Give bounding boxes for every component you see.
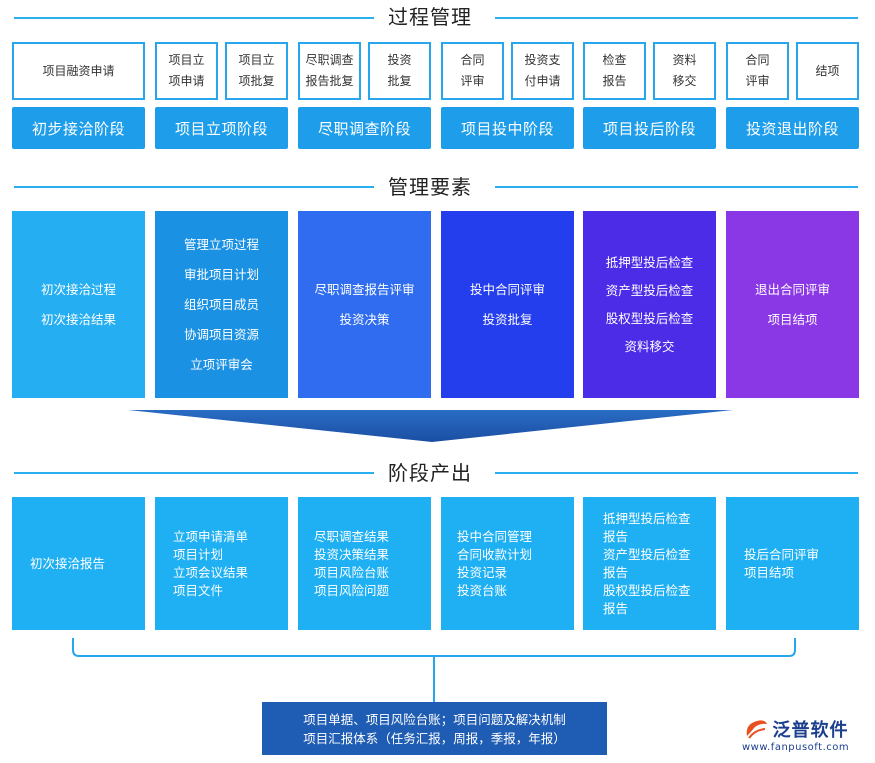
- section-line-left: [14, 17, 374, 19]
- output-item: 项目结项: [744, 564, 795, 580]
- process-step: 项目立 项申请: [155, 42, 218, 100]
- element-item: 资产型投后检查: [605, 282, 694, 298]
- process-step: 检查 报告: [583, 42, 646, 100]
- section-line-left: [14, 472, 374, 474]
- element-item: 初次接洽结果: [40, 311, 116, 327]
- element-box-5: 抵押型投后检查资产型投后检查股权型投后检查资料移交: [583, 211, 716, 398]
- output-item: 报告: [603, 600, 629, 616]
- section-line-right: [495, 17, 858, 19]
- output-item: 投资记录: [457, 564, 508, 580]
- process-step: 投资 批复: [368, 42, 431, 100]
- element-box-2: 管理立项过程审批项目计划组织项目成员协调项目资源立项评审会: [155, 211, 288, 398]
- output-item: 报告: [603, 528, 629, 544]
- logo-icon: [746, 720, 767, 739]
- element-item: 股权型投后检查: [605, 310, 694, 326]
- element-box-1: 初次接洽过程初次接洽结果: [12, 211, 145, 398]
- stage-bar: 初步接洽阶段: [12, 107, 145, 149]
- output-box-2: 立项申请清单项目计划立项会议结果项目文件: [155, 497, 288, 630]
- output-item: 报告: [603, 564, 629, 580]
- process-step: 资料 移交: [653, 42, 716, 100]
- element-item: 投资决策: [339, 311, 390, 327]
- element-item: 项目结项: [767, 311, 818, 327]
- section-title-elements: 管理要素: [374, 175, 486, 199]
- output-item: 项目风险台账: [314, 564, 390, 580]
- stage-bar: 项目投后阶段: [583, 107, 716, 149]
- output-box-1: 初次接洽报告: [12, 497, 145, 630]
- output-item: 项目风险问题: [314, 582, 390, 598]
- output-item: 资产型投后检查: [603, 546, 691, 562]
- summary-line-1: 项目单据、项目风险台账；项目问题及解决机制: [303, 711, 566, 727]
- process-step: 结项: [796, 42, 859, 100]
- output-item: 初次接洽报告: [30, 555, 106, 571]
- stage-bar: 项目立项阶段: [155, 107, 288, 149]
- output-item: 抵押型投后检查: [603, 510, 691, 526]
- stage-bar: 尽职调查阶段: [298, 107, 431, 149]
- element-item: 组织项目成员: [183, 296, 259, 312]
- stage-bar: 项目投中阶段: [441, 107, 574, 149]
- output-item: 合同收款计划: [457, 546, 533, 562]
- element-item: 投资批复: [482, 311, 533, 327]
- output-item: 立项申请清单: [173, 528, 249, 544]
- output-item: 尽职调查结果: [314, 528, 390, 544]
- process-step: 尽职调查 报告批复: [298, 42, 361, 100]
- output-item: 投后合同评审: [744, 546, 820, 562]
- funnel-arrow: [128, 410, 733, 442]
- process-step: 合同 评审: [726, 42, 789, 100]
- element-item: 退出合同评审: [754, 281, 830, 297]
- process-step: 项目立 项批复: [225, 42, 288, 100]
- output-item: 股权型投后检查: [603, 582, 691, 598]
- element-item: 初次接洽过程: [40, 281, 116, 297]
- section-line-right: [495, 472, 858, 474]
- element-item: 投中合同评审: [469, 281, 545, 297]
- element-item: 尽职调查报告评审: [314, 281, 415, 297]
- section-title-outputs: 阶段产出: [374, 461, 486, 485]
- bracket-connector: [72, 638, 796, 702]
- element-item: 立项评审会: [190, 356, 253, 372]
- section-title-process: 过程管理: [374, 5, 486, 29]
- brand-logo: 泛普软件 www.fanpusoft.com: [742, 716, 849, 753]
- output-item: 投资决策结果: [314, 546, 390, 562]
- element-box-6: 退出合同评审项目结项: [726, 211, 859, 398]
- process-step: 投资支 付申请: [511, 42, 574, 100]
- stage-bar: 投资退出阶段: [726, 107, 859, 149]
- element-item: 协调项目资源: [183, 326, 259, 342]
- summary-box: 项目单据、项目风险台账；项目问题及解决机制 项目汇报体系（任务汇报，周报，季报，…: [262, 702, 607, 755]
- element-box-3: 尽职调查报告评审投资决策: [298, 211, 431, 398]
- output-box-4: 投中合同管理合同收款计划投资记录投资台账: [441, 497, 574, 630]
- section-line-left: [14, 186, 374, 188]
- logo-url: www.fanpusoft.com: [742, 742, 850, 753]
- section-line-right: [495, 186, 858, 188]
- logo-name: 泛普软件: [772, 720, 849, 741]
- output-box-6: 投后合同评审项目结项: [726, 497, 859, 630]
- process-step: 项目融资申请: [12, 42, 145, 100]
- output-item: 投中合同管理: [457, 528, 533, 544]
- process-step: 合同 评审: [441, 42, 504, 100]
- output-item: 投资台账: [457, 582, 508, 598]
- element-item: 抵押型投后检查: [605, 254, 694, 270]
- element-item: 审批项目计划: [183, 266, 259, 282]
- output-item: 项目文件: [173, 582, 224, 598]
- summary-line-2: 项目汇报体系（任务汇报，周报，季报，年报）: [303, 730, 566, 746]
- element-item: 管理立项过程: [183, 236, 259, 252]
- output-item: 立项会议结果: [173, 564, 249, 580]
- output-item: 项目计划: [173, 546, 224, 562]
- element-box-4: 投中合同评审投资批复: [441, 211, 574, 398]
- output-box-3: 尽职调查结果投资决策结果项目风险台账项目风险问题: [298, 497, 431, 630]
- element-item: 资料移交: [624, 338, 675, 354]
- output-box-5: 抵押型投后检查报告资产型投后检查报告股权型投后检查报告: [583, 497, 716, 630]
